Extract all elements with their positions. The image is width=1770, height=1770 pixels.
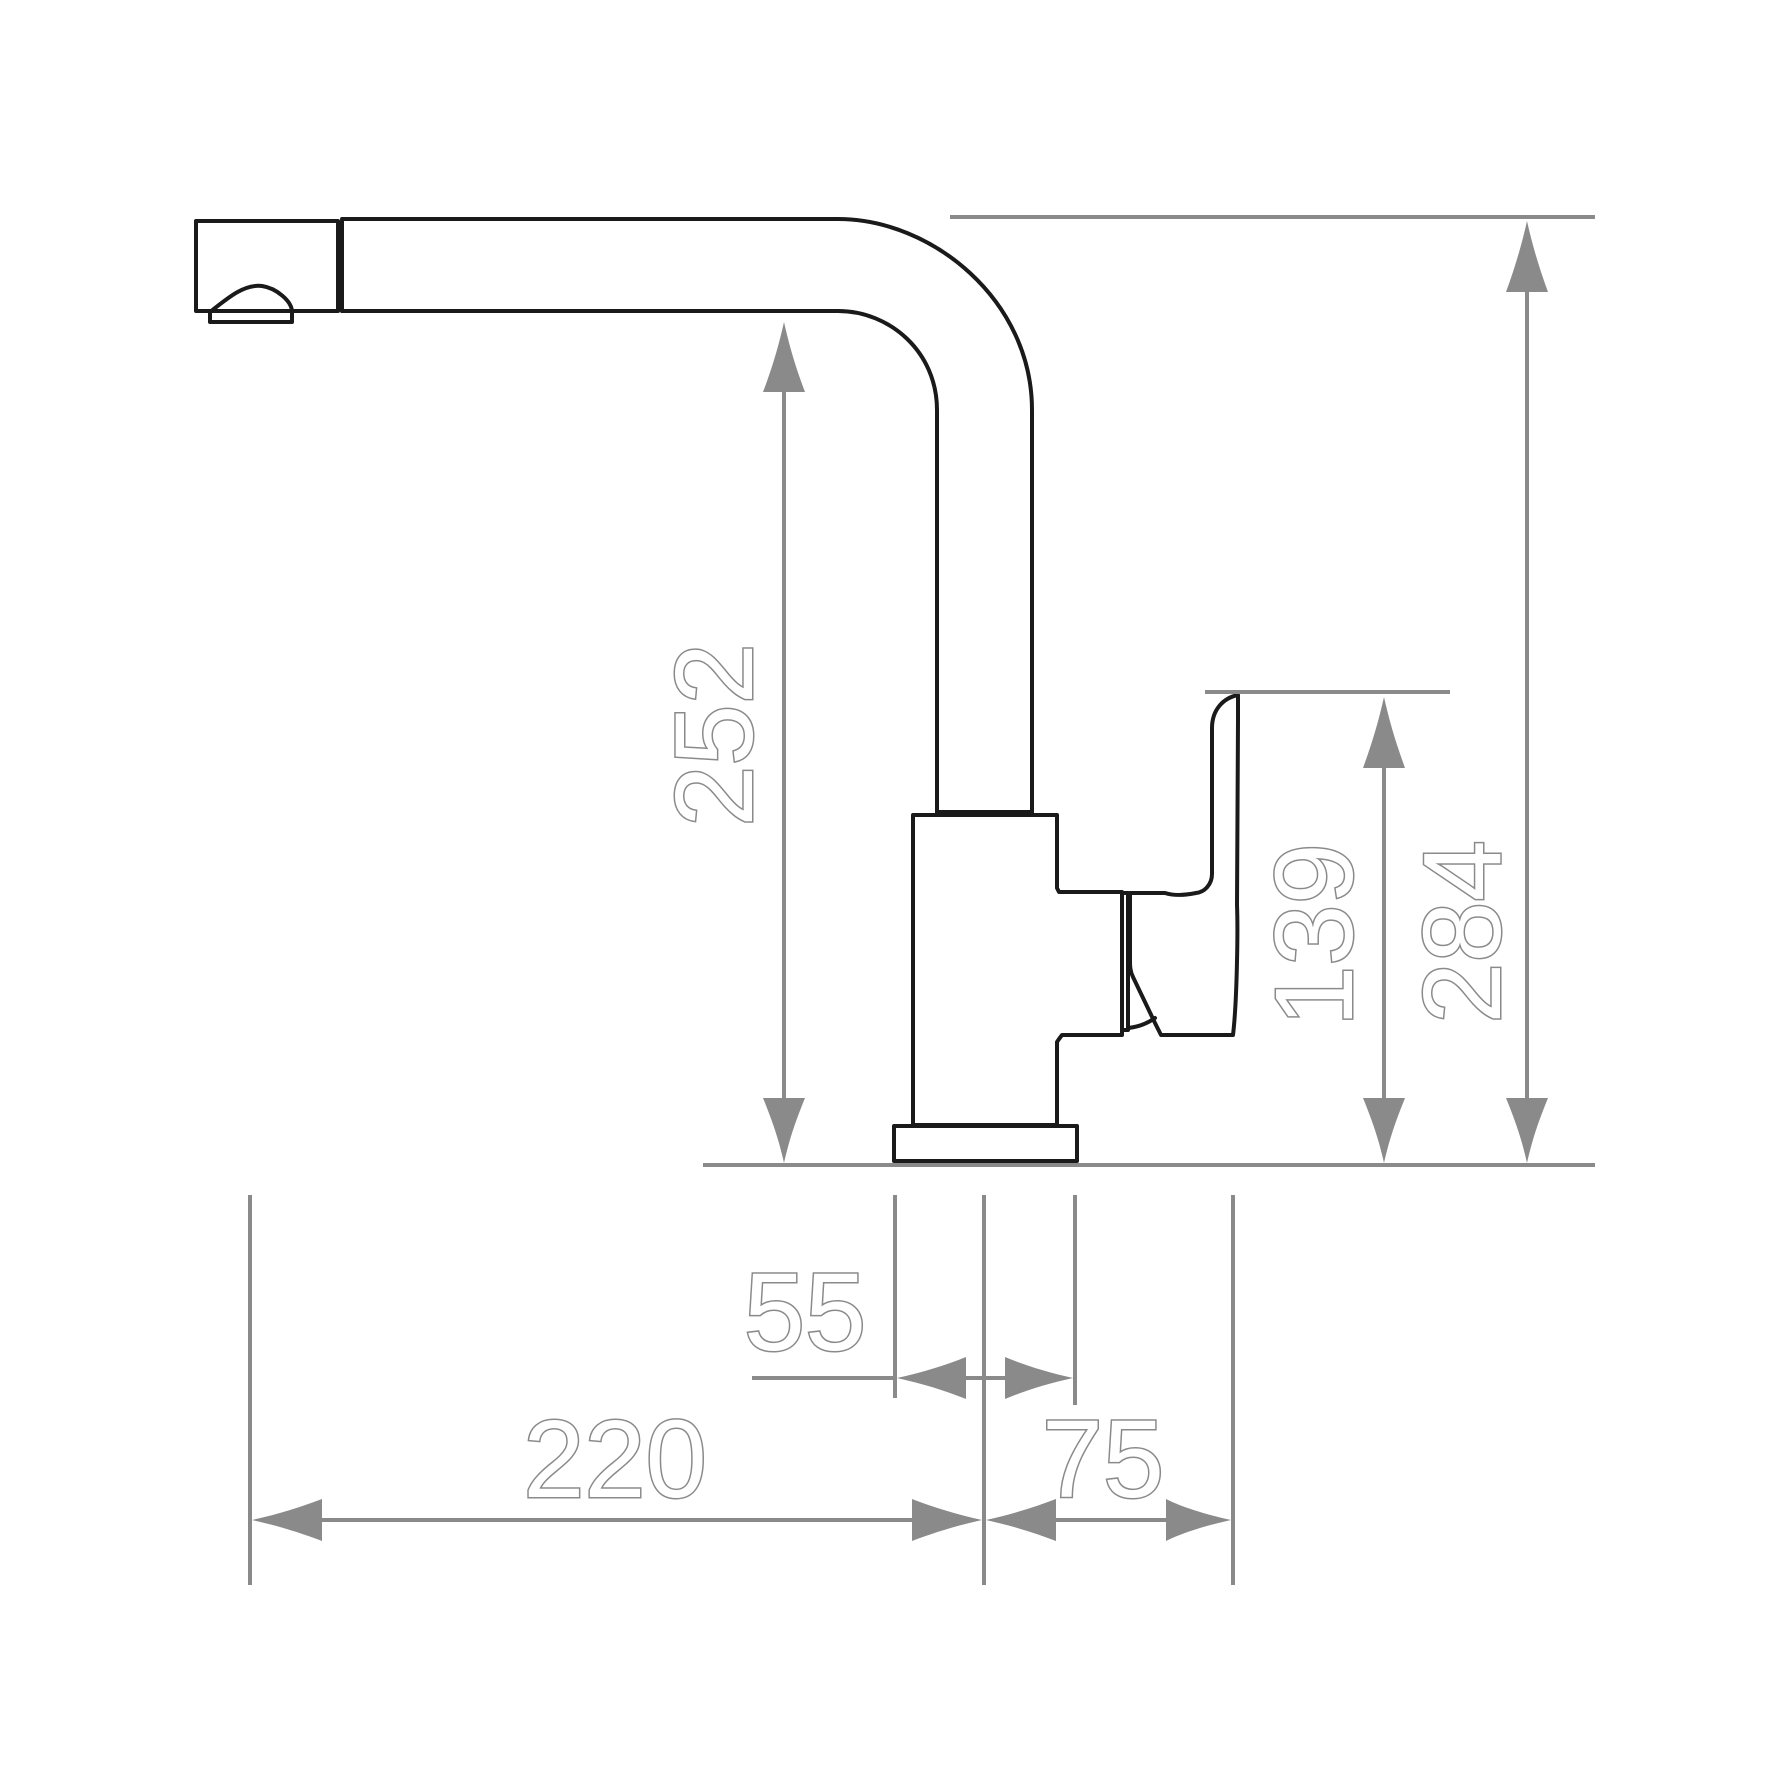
base-plate — [892, 1124, 1079, 1163]
dim-spout-height: 252 — [652, 322, 805, 1163]
aerator — [208, 283, 294, 324]
faucet-body — [911, 813, 1124, 1127]
dim-handle-height: 139 — [1252, 697, 1405, 1163]
arrow-up-252 — [763, 322, 805, 392]
arrow-left-220 — [252, 1499, 322, 1541]
spout-arm-inner — [340, 309, 939, 814]
label-55: 55 — [744, 1251, 866, 1374]
handle-curve — [1126, 1016, 1157, 1030]
spout-nozzle — [194, 219, 340, 313]
handle-lever — [1128, 693, 1240, 1037]
label-139: 139 — [1253, 843, 1376, 1027]
arrow-down-252 — [763, 1098, 805, 1163]
arrow-up-284 — [1506, 221, 1548, 292]
label-252: 252 — [653, 643, 776, 827]
arrow-left-55 — [897, 1357, 966, 1399]
label-220: 220 — [523, 1398, 707, 1521]
spout-arm — [340, 217, 1034, 814]
label-284: 284 — [1401, 840, 1524, 1024]
dim-spout-reach: 220 — [252, 1397, 982, 1541]
dim-handle-reach: 75 — [986, 1397, 1231, 1541]
arrow-right-220 — [912, 1499, 982, 1541]
extension-lines — [248, 215, 1595, 1585]
dim-total-height: 284 — [1400, 221, 1548, 1163]
faucet-outline — [194, 217, 1240, 1163]
arrow-left-75 — [986, 1499, 1056, 1541]
arrow-right-75 — [1166, 1499, 1231, 1541]
handle-connector — [1120, 891, 1130, 1032]
arrow-right-55 — [1005, 1357, 1073, 1399]
label-75: 75 — [1042, 1398, 1164, 1521]
arrow-down-284 — [1506, 1098, 1548, 1163]
dim-base-width: 55 — [742, 1250, 1073, 1399]
arrow-down-139 — [1363, 1098, 1405, 1163]
arrow-up-139 — [1363, 697, 1405, 768]
